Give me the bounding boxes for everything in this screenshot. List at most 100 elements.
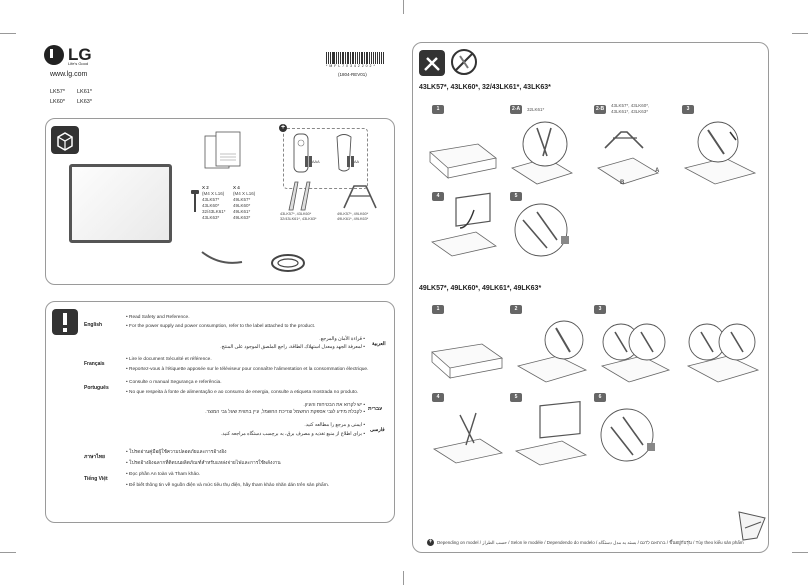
barcode-number: * M F L 7 0 3 4 2 2 0 2 * [326,64,376,68]
battery-aaa-label: AAA [312,160,320,164]
stand-assembly-panel [412,42,769,553]
lang-vietnamese: Tiếng Việt [84,476,108,482]
screw-icon [191,190,199,212]
model-item: LK61* [77,89,92,95]
section-title-43: 43LK57*, 43LK60*, 32/43LK61*, 43LK63* [419,84,551,91]
crop-mark [0,552,16,553]
manual-documents-icon [204,131,241,169]
barcode-bar [363,52,365,64]
barcode-bar [371,52,372,64]
stand-lock-illustration [600,323,671,383]
label-b: B [620,180,625,186]
safety-line: • Lire le document Sécurité et référence… [126,357,212,362]
logo-text: LG [68,45,92,64]
safety-panel [45,301,395,523]
barcode-bar [376,52,379,64]
lang-persian: فارسی [370,427,385,433]
crop-mark [403,571,404,585]
cable-holder-illustration [600,408,655,462]
barcode-bar [329,52,331,64]
model-item: LK63* [77,99,92,105]
logo-tagline: Life's Good [68,61,89,66]
stand-attach-illustration [511,121,573,185]
lang-english: English [84,322,103,328]
screw-model: 43LK60* [202,203,220,208]
safety-line: • Đọc phần An toàn và Tham khảo. [126,472,201,477]
barcode-bar [341,52,343,64]
cable-holder-icon [201,251,243,264]
step-badge: 6 [594,393,606,402]
section-title-49: 49LK57*, 49LK60*, 49LK61*, 49LK63* [419,285,542,292]
plus-icon: + [279,124,287,132]
battery-icon [347,156,354,167]
lang-portuguese: Português [84,385,109,391]
screw-fasten-illustration [432,412,504,464]
model-list: LK57* LK61* LK60* LK63* [50,89,104,105]
stand-a-icon [288,181,311,211]
step-2a-label: 32LK61* [527,107,545,112]
step-badge: 5 [510,192,522,201]
safety-line: • Reportez-vous à l'étiquette apposée su… [126,367,369,372]
barcode-bar [333,52,336,64]
model-item: LK60* [50,99,65,105]
safety-line: • For the power supply and power consump… [126,324,316,329]
step-badge: 5 [510,393,522,402]
barcode-bar [372,52,374,64]
barcode-bar [353,52,355,64]
safety-line: • Read Safety and Reference. [126,315,190,320]
lg-logo-icon [44,45,64,65]
safety-line: • Để biết thông tin về nguồn điện và mức… [126,483,330,488]
screw-model: 49LK63* [233,215,251,220]
lg-logo: LG Life's Good [44,45,92,66]
screw-count-right: X 4 [233,185,240,190]
stand-b-models: 49LK57*, 49LK60* 49LK61*, 49LK63* [337,212,369,221]
safety-line: • יש לקרוא את הבטיחות והעיון. [303,403,365,408]
barcode-bar [365,52,367,64]
step-badge: 4 [432,192,444,201]
lang-arabic: العربية [372,341,386,347]
stand-a-models: 43LK57*, 43LK60* 32/43LK61*, 43LK63* [280,212,317,221]
screw-model: 49LK60* [233,203,251,208]
tools-icon [419,50,445,76]
barcode-bar [339,52,341,64]
barcode-bar [374,52,376,64]
warning-icon [52,309,78,335]
safety-line: • لمعرفة الجهد ومعدل استهلاك الطاقة، راج… [220,345,365,350]
tv-lift-illustration [514,400,588,466]
barcode-bar [358,52,360,64]
label-a: A [655,168,660,174]
screw-count-left: X 2 [202,185,209,190]
box-contents-panel [45,118,395,285]
screw-spec-left: (M4 X L16) [202,191,225,196]
stand-b-icon [343,185,377,209]
safety-line: • ایمنی و مرجع را مطالعه کنید. [304,423,365,428]
barcode-bar [379,52,381,64]
barcode-bar [347,52,349,64]
safety-line: • Consulte o manual Segurança e referênc… [126,380,222,385]
step-badge: 2-A [510,105,523,114]
revision-code: (1804-REV01) [338,72,367,77]
footnote-text: Depending on model / حسب الطراز / Selon … [437,540,744,545]
barcode-bar [360,52,363,64]
screw-model: 43LK57* [202,197,220,202]
barcode-bar [336,52,337,64]
barcode-bar [382,52,384,64]
screw-model: 49LK61* [233,209,251,214]
crop-mark [403,0,404,14]
website-url: www.lg.com [50,71,88,78]
step-badge: 2-B [594,105,607,114]
plus-icon: + [427,539,434,546]
crop-mark [792,33,808,34]
lang-thai: ภาษาไทย [84,454,105,460]
optional-items-box [283,128,368,189]
safety-line: • לקבלת מידע לגבי אספקת החשמל וצריכת החש… [205,410,365,415]
tv-lift-illustration [431,192,497,257]
stand-attach-illustration-b [597,131,659,185]
barcode-bar [367,52,369,64]
model-item: LK57* [50,89,65,95]
tv-on-box-illustration [429,143,497,179]
no-tools-icon [451,49,477,75]
box-contents-icon [51,126,79,154]
depending-on-model-note: + Depending on model / حسب الطراز / Selo… [427,539,744,546]
crop-mark [0,33,16,34]
